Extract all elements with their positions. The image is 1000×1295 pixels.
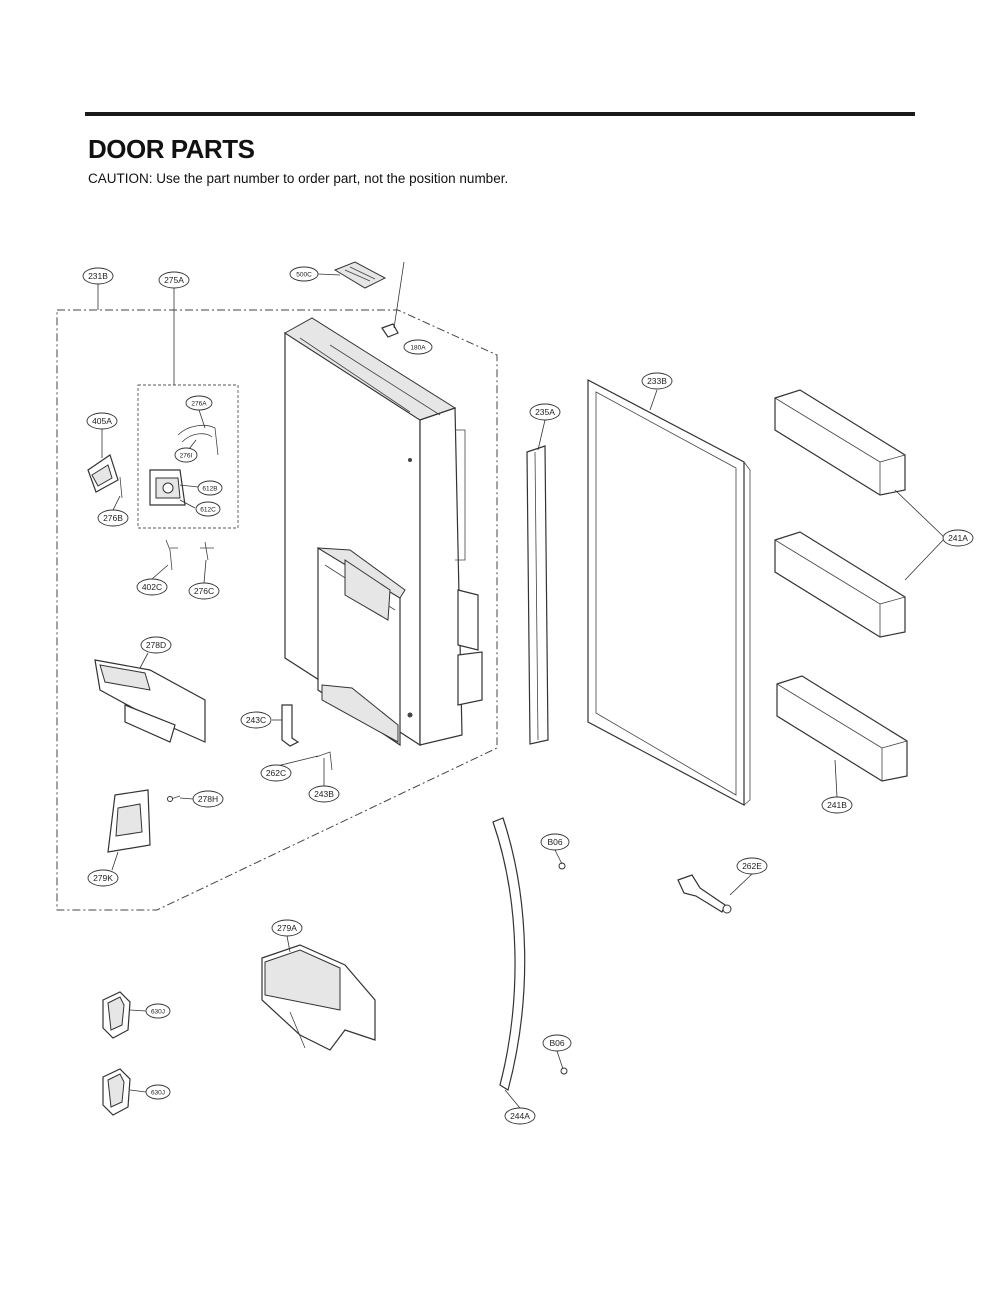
part-180a: [381, 323, 399, 338]
svg-text:B06: B06: [549, 1038, 564, 1048]
part-279k-cover: [107, 789, 151, 853]
svg-text:279A: 279A: [277, 923, 297, 933]
callout-630j-upper: 630J: [145, 1003, 171, 1019]
part-276a-clip: [177, 424, 219, 456]
callout-231b: 231B: [82, 267, 114, 285]
part-630j-pad-upper: [102, 991, 131, 1039]
part-402c: [165, 539, 178, 571]
callout-244a: 244A: [504, 1107, 536, 1125]
part-243c-bracket: [281, 704, 300, 747]
svg-text:275A: 275A: [164, 275, 184, 285]
callout-275a: 275A: [158, 271, 190, 289]
caution-note: CAUTION: Use the part number to order pa…: [88, 171, 509, 186]
callout-b06-lower: B06: [542, 1034, 572, 1052]
sub-assembly-275a-box: [137, 384, 239, 529]
callout-262c: 262C: [260, 764, 292, 782]
svg-text:231B: 231B: [88, 271, 108, 281]
callout-276b: 276B: [97, 509, 129, 527]
svg-text:243C: 243C: [246, 715, 266, 725]
callout-243c: 243C: [240, 711, 272, 729]
callout-279a: 279A: [271, 919, 303, 937]
callout-405a: 405A: [86, 412, 118, 430]
callout-612c: 612C: [195, 501, 221, 517]
callout-276a: 276A: [185, 395, 213, 411]
svg-text:276B: 276B: [103, 513, 123, 523]
callout-241a: 241A: [942, 529, 974, 547]
part-278h-screw: [167, 795, 181, 802]
svg-text:233B: 233B: [647, 376, 667, 386]
svg-text:276I: 276I: [180, 453, 193, 460]
svg-text:612B: 612B: [202, 486, 217, 493]
svg-text:405A: 405A: [92, 416, 112, 426]
svg-text:241A: 241A: [948, 533, 968, 543]
svg-text:244A: 244A: [510, 1111, 530, 1121]
callout-278d: 278D: [140, 636, 172, 654]
callout-278h: 278H: [192, 790, 224, 808]
callout-262e: 262E: [736, 857, 768, 875]
callout-500c: 500C: [289, 266, 319, 282]
svg-text:630J: 630J: [151, 1090, 165, 1097]
part-276b: [119, 476, 123, 499]
svg-text:612C: 612C: [200, 507, 216, 514]
svg-text:276C: 276C: [194, 586, 214, 596]
door-assembly-boundary: [56, 309, 498, 911]
svg-text:262E: 262E: [742, 861, 762, 871]
part-500c-label-plate: [333, 261, 387, 289]
part-612-bracket: [149, 469, 186, 506]
part-243b: [315, 751, 333, 771]
callout-402c: 402C: [136, 578, 168, 596]
svg-text:235A: 235A: [535, 407, 555, 417]
svg-text:243B: 243B: [314, 789, 334, 799]
callout-235a: 235A: [529, 403, 561, 421]
svg-text:276A: 276A: [191, 401, 207, 408]
part-276c: [200, 541, 214, 561]
svg-text:279K: 279K: [93, 873, 113, 883]
part-244a-trim: [492, 817, 526, 1091]
page-title: DOOR PARTS: [88, 134, 255, 164]
callout-241b: 241B: [821, 796, 853, 814]
door-panel: [284, 317, 483, 747]
part-405a: [87, 454, 119, 493]
part-235a-strip: [526, 445, 549, 745]
svg-text:500C: 500C: [296, 272, 312, 279]
callout-630j-lower: 630J: [145, 1084, 171, 1100]
callout-612b: 612B: [197, 480, 223, 496]
part-241a-bin-upper: [774, 389, 906, 496]
svg-text:180A: 180A: [410, 345, 426, 352]
part-241a-bin-lower: [774, 531, 906, 638]
svg-text:B06: B06: [547, 837, 562, 847]
part-262e-wrench: [677, 874, 732, 914]
svg-text:278H: 278H: [198, 794, 218, 804]
callout-276c: 276C: [188, 582, 220, 600]
callout-180a: 180A: [403, 339, 433, 355]
part-241b-bin: [776, 675, 908, 782]
part-b06-screw-upper: [558, 862, 566, 870]
svg-text:630J: 630J: [151, 1009, 165, 1016]
svg-text:262C: 262C: [266, 768, 286, 778]
svg-text:278D: 278D: [146, 640, 166, 650]
callout-276i: 276I: [174, 447, 198, 463]
part-b06-screw-lower: [560, 1067, 568, 1075]
svg-text:402C: 402C: [142, 582, 162, 592]
callout-243b: 243B: [308, 785, 340, 803]
leader-lines: [97, 261, 946, 1109]
svg-text:241B: 241B: [827, 800, 847, 810]
callout-233b: 233B: [641, 372, 673, 390]
part-278d-housing: [94, 659, 206, 743]
callout-b06-upper: B06: [540, 833, 570, 851]
part-279a-cover: [261, 944, 376, 1051]
callout-279k: 279K: [87, 869, 119, 887]
header-rule: [85, 112, 915, 116]
part-233b-gasket: [587, 379, 751, 806]
part-630j-pad-lower: [102, 1068, 131, 1116]
